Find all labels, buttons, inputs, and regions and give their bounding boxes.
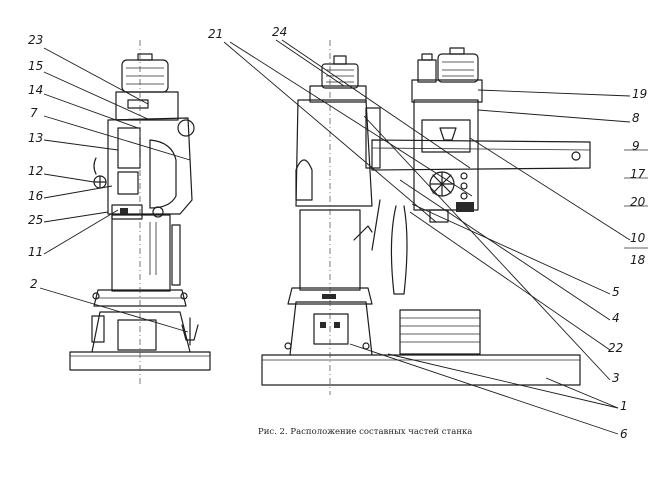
part-label-3: 3 <box>612 371 620 385</box>
right-base-plate <box>261 354 581 386</box>
part-label-5: 5 <box>612 285 620 299</box>
part-label-6: 6 <box>620 427 628 441</box>
part-label-20: 20 <box>630 195 646 209</box>
part-label-21: 21 <box>208 27 224 41</box>
right-head-motor <box>437 53 479 83</box>
part-label-17: 17 <box>630 167 646 181</box>
part-label-12: 12 <box>28 164 44 178</box>
part-label-11: 11 <box>28 245 44 259</box>
part-label-16: 16 <box>28 189 44 203</box>
part-label-18: 18 <box>630 253 646 267</box>
part-label-13: 13 <box>28 131 44 145</box>
part-label-23: 23 <box>28 33 44 47</box>
part-label-15: 15 <box>28 59 44 73</box>
part-label-19: 19 <box>632 87 648 101</box>
part-label-4: 4 <box>612 311 620 325</box>
right-view <box>261 40 591 395</box>
right-column-sleeve <box>295 99 373 207</box>
left-gear-housing <box>115 91 179 121</box>
part-label-24: 24 <box>272 25 288 39</box>
left-column <box>111 214 171 292</box>
part-label-22: 22 <box>608 341 624 355</box>
part-label-8: 8 <box>632 111 640 125</box>
left-base-pedestal <box>91 311 191 353</box>
part-label-9: 9 <box>632 139 640 153</box>
left-drill-head <box>107 117 193 215</box>
part-label-1: 1 <box>620 399 628 413</box>
left-column-flange <box>93 289 187 307</box>
part-label-25: 25 <box>28 213 44 227</box>
right-worktable <box>399 309 481 355</box>
left-view <box>69 40 211 385</box>
part-label-10: 10 <box>630 231 646 245</box>
right-column-pedestal <box>289 301 373 356</box>
right-cable-loop <box>390 205 408 295</box>
part-label-14: 14 <box>28 83 44 97</box>
part-label-7: 7 <box>30 106 38 120</box>
right-radial-arm <box>371 139 591 171</box>
leader-lines <box>39 39 631 435</box>
part-label-2: 2 <box>30 277 38 291</box>
figure-caption: Рис. 2. Расположение составных частей ст… <box>258 427 473 437</box>
right-column-flange <box>287 287 373 305</box>
